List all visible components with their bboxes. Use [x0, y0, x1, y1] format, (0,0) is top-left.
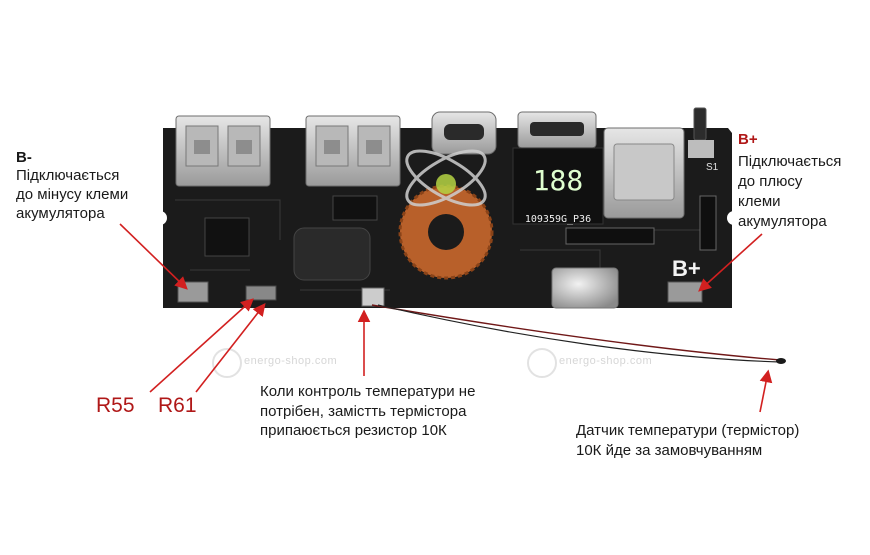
b-plus-desc-4: акумулятора	[738, 213, 827, 230]
resistor-note-1: Коли контроль температури не	[260, 383, 476, 400]
b-plus-desc-3: клеми	[738, 193, 781, 210]
pin-header-right	[699, 195, 717, 251]
switch-s1	[688, 107, 714, 158]
pad-thermistor	[361, 287, 385, 307]
micro-usb-port	[517, 111, 597, 149]
arrow-r61	[195, 302, 266, 393]
usb-c-port	[431, 111, 497, 155]
watermark-logo-icon	[527, 348, 557, 378]
resistor-note-3: припаюється резистор 10К	[260, 422, 447, 439]
watermark: energo-shop.com	[559, 355, 653, 367]
arrow-b-minus	[119, 223, 188, 290]
b-minus-desc-1: Підключається	[16, 167, 120, 184]
thermistor-note-1: Датчик температури (термістор)	[576, 422, 800, 439]
arrow-r55	[149, 298, 254, 393]
pin-header	[565, 227, 655, 245]
watermark-logo-icon	[212, 348, 242, 378]
toroid-coil	[398, 184, 494, 280]
arrow-thermistor	[759, 369, 773, 413]
b-plus-desc-1: Підключається	[738, 153, 842, 170]
usb-port-3	[603, 127, 685, 219]
ic-chip-1	[204, 217, 250, 257]
b-minus-desc-2: до мінусу клеми	[16, 186, 129, 203]
thermistor-wire	[371, 304, 781, 361]
label-r55: R55	[96, 394, 135, 417]
atom-logo-icon	[405, 149, 487, 207]
resistor-note-2: потрібен, замістть термістора	[260, 403, 467, 420]
pad-b-plus	[667, 281, 703, 303]
capacitor	[551, 267, 619, 309]
b-plus-title: B+	[738, 131, 758, 148]
usb-a-port-1	[175, 115, 271, 187]
usb-a-port-2	[305, 115, 401, 187]
chip-label: 109359G_P36	[525, 214, 591, 225]
resistor-r55-r61	[245, 285, 277, 301]
watermark: energo-shop.com	[244, 355, 338, 367]
thermistor-bead	[776, 358, 786, 364]
b-plus-desc-2: до плюсу	[738, 173, 803, 190]
b-minus-title: B-	[16, 149, 32, 166]
silk-b-plus: B+	[672, 256, 701, 281]
b-minus-desc-3: акумулятора	[16, 205, 105, 222]
label-r61: R61	[158, 394, 197, 417]
display-module: 188 109359G_P36	[512, 147, 604, 225]
display-digits: 188	[533, 164, 584, 197]
inductor	[293, 227, 371, 281]
arrow-b-plus	[698, 233, 763, 292]
silk-s1: S1	[706, 162, 719, 173]
ic-chip-2	[332, 195, 378, 221]
thermistor-note-2: 10К йде за замовчуванням	[576, 442, 763, 459]
